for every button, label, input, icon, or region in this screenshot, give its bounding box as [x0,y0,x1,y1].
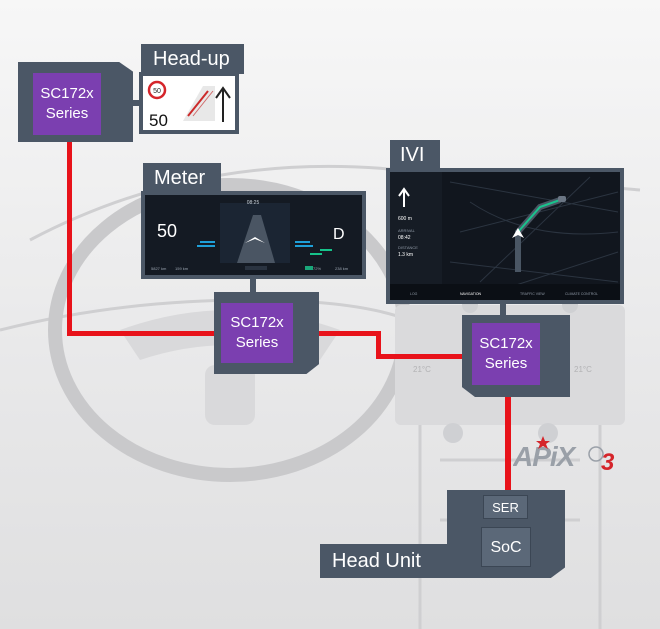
ivi-display-graphic: 600 m ARRIVAL 08:42 DISTANCE 1.3 km LOG … [390,172,620,300]
speed-limit-sign-icon [147,80,167,100]
headup-display: 50 50 [139,72,239,134]
meter-display: 08:25 50 D 5827 km 159 km 72% 238 km [141,191,366,279]
link-headup-to-meter-vertical [67,140,72,335]
ivi-label: IVI [390,140,440,170]
headup-serializer-chip: SC172x Series [33,73,101,135]
ivi-chip-line1: SC172x [479,335,533,352]
head-unit-label: Head Unit [320,544,448,578]
apix3-logo: APiX 3 [512,432,633,476]
headup-chip-line2: Series [45,105,89,122]
headup-label: Head-up [141,44,244,74]
meter-display-graphic: 08:25 50 D 5827 km 159 km 72% 238 km [145,195,362,275]
meter-odo: 5827 km [151,266,167,271]
svg-text:3: 3 [601,449,615,472]
headup-display-graphic: 50 50 [147,80,231,130]
ivi-tab-0: LOG [410,292,418,296]
headup-speed: 50 [149,111,168,130]
meter-chip-line1: SC172x [230,314,284,331]
link-meter-to-ivi-horizontal-1 [300,331,380,336]
ivi-chip-line2: Series [484,355,528,372]
meter-gear: D [333,226,345,243]
svg-text:21°C: 21°C [413,365,431,374]
ivi-serializer-chip: SC172x Series [472,323,540,385]
meter-speed: 50 [157,221,177,241]
svg-text:21°C: 21°C [574,365,592,374]
meter-label: Meter [143,163,221,193]
ivi-display: 600 m ARRIVAL 08:42 DISTANCE 1.3 km LOG … [386,168,624,304]
soc-block: SoC [481,527,531,567]
ivi-distance: 600 m [398,216,412,222]
meter-chip-line2: Series [235,334,279,351]
ivi-arrival: 08:42 [398,235,411,241]
meter-serializer-chip: SC172x Series [221,303,293,363]
connector-ivi [500,300,506,320]
ivi-tab-2: TRAFFIC VIEW [520,292,545,296]
soc-label: SoC [490,539,522,556]
connector-meter [250,270,256,294]
ivi-remaining-label: DISTANCE [398,245,418,250]
link-meter-to-ivi-horizontal-2 [376,354,471,359]
ser-label: SER [492,500,519,515]
meter-range: 238 km [335,266,349,271]
ser-block: SER [483,495,528,519]
link-meter-to-ivi-vertical [376,331,381,359]
link-ivi-to-head-unit [505,394,511,500]
ivi-remaining: 1.3 km [398,252,413,258]
meter-trip: 159 km [175,266,189,271]
ivi-tab-1: NAVIGATION [460,292,482,296]
headup-chip-line1: SC172x [40,85,94,102]
meter-clock: 08:25 [247,200,260,206]
ivi-tab-3: CLIMATE CONTROL [565,292,598,296]
meter-battery: 72% [313,266,321,271]
headup-limit-text: 50 [153,88,161,95]
ivi-arrival-label: ARRIVAL [398,228,416,233]
link-headup-to-meter-horizontal [67,331,215,336]
